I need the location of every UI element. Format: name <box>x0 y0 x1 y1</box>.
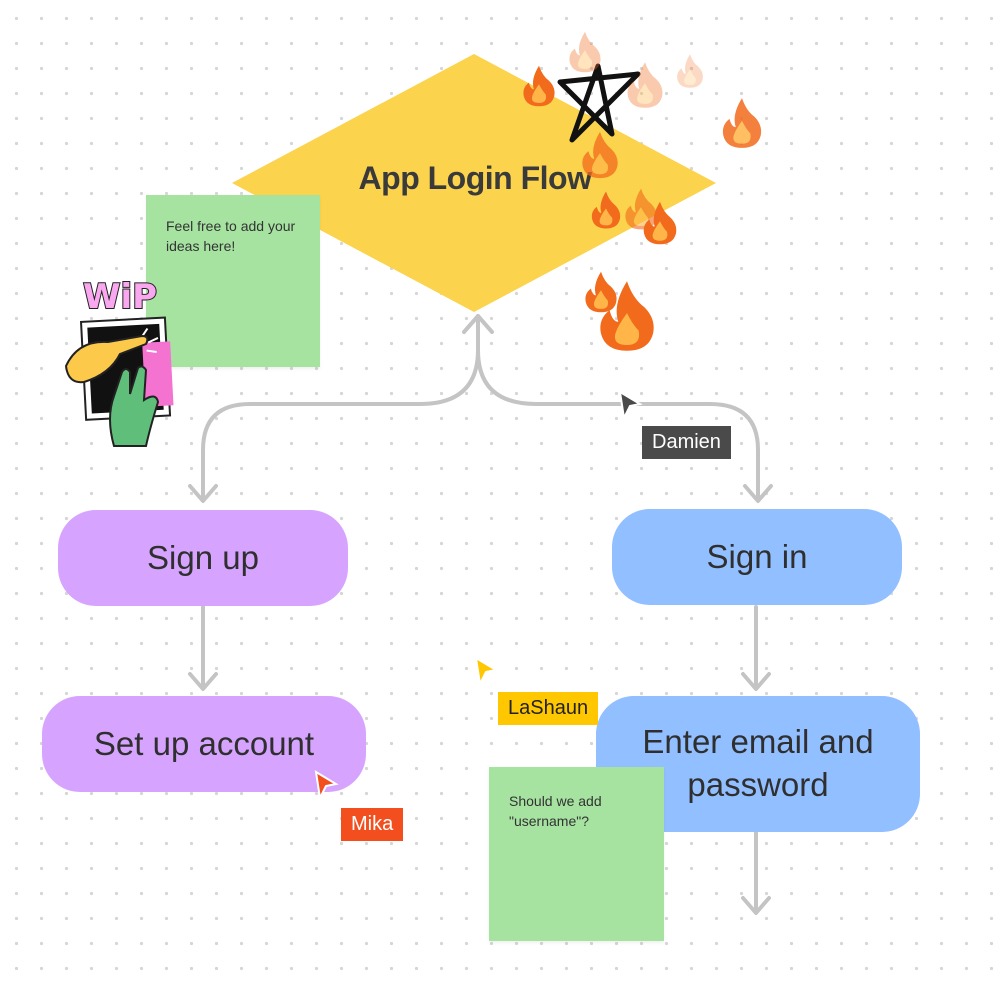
fire-icon <box>598 272 656 360</box>
enter-email-password-node[interactable]: Enter email and password <box>596 696 920 832</box>
cursor-label-lashaun: LaShaun <box>498 692 599 725</box>
sign-up-label: Sign up <box>147 538 259 576</box>
cursor-lashaun-icon <box>474 656 499 686</box>
cursor-damien-icon <box>618 390 643 420</box>
sticky-note-ideas-text: Feel free to add your ideas here! <box>166 218 296 254</box>
cursor-label-damien: Damien <box>642 426 731 459</box>
diagram-title: App Login Flow <box>358 160 592 196</box>
wip-sticker-text: WiP <box>83 277 157 317</box>
wip-sticker[interactable]: WiP <box>60 268 180 448</box>
set-up-account-node[interactable]: Set up account <box>42 696 366 792</box>
fire-icon <box>642 200 678 246</box>
cursor-label-mika: Mika <box>341 808 404 841</box>
fire-icon <box>580 130 620 180</box>
arrowhead-sign-up <box>188 484 218 503</box>
arrowhead-setup <box>188 672 218 691</box>
cursor-mika-icon <box>314 770 339 800</box>
arrowhead-up <box>462 314 494 334</box>
sign-in-node[interactable]: Sign in <box>612 509 902 605</box>
sign-up-node[interactable]: Sign up <box>58 510 348 606</box>
connector-to-sign-up <box>201 348 480 502</box>
arrowhead-sign-in <box>743 484 773 503</box>
fire-icon <box>568 30 602 74</box>
set-up-account-label: Set up account <box>93 724 315 762</box>
fire-icon <box>590 190 622 230</box>
fire-icon <box>626 60 664 110</box>
fire-icon <box>676 52 704 90</box>
arrowhead-down <box>741 896 771 915</box>
enter-email-password-label: Enter email and password <box>642 723 874 803</box>
sign-in-label: Sign in <box>706 537 808 575</box>
fire-icon <box>720 96 764 150</box>
fire-icon <box>522 64 556 108</box>
star-doodle <box>557 63 641 143</box>
connector-to-sign-in <box>476 348 760 502</box>
sticky-note-ideas[interactable]: Feel free to add your ideas here! <box>146 195 320 367</box>
sticky-note-username-text: Should we add "username"? <box>509 793 602 829</box>
arrowhead-email <box>741 672 771 691</box>
green-hand <box>109 365 160 447</box>
sticky-note-username[interactable]: Should we add "username"? <box>489 767 664 941</box>
yellow-hand <box>64 334 149 384</box>
